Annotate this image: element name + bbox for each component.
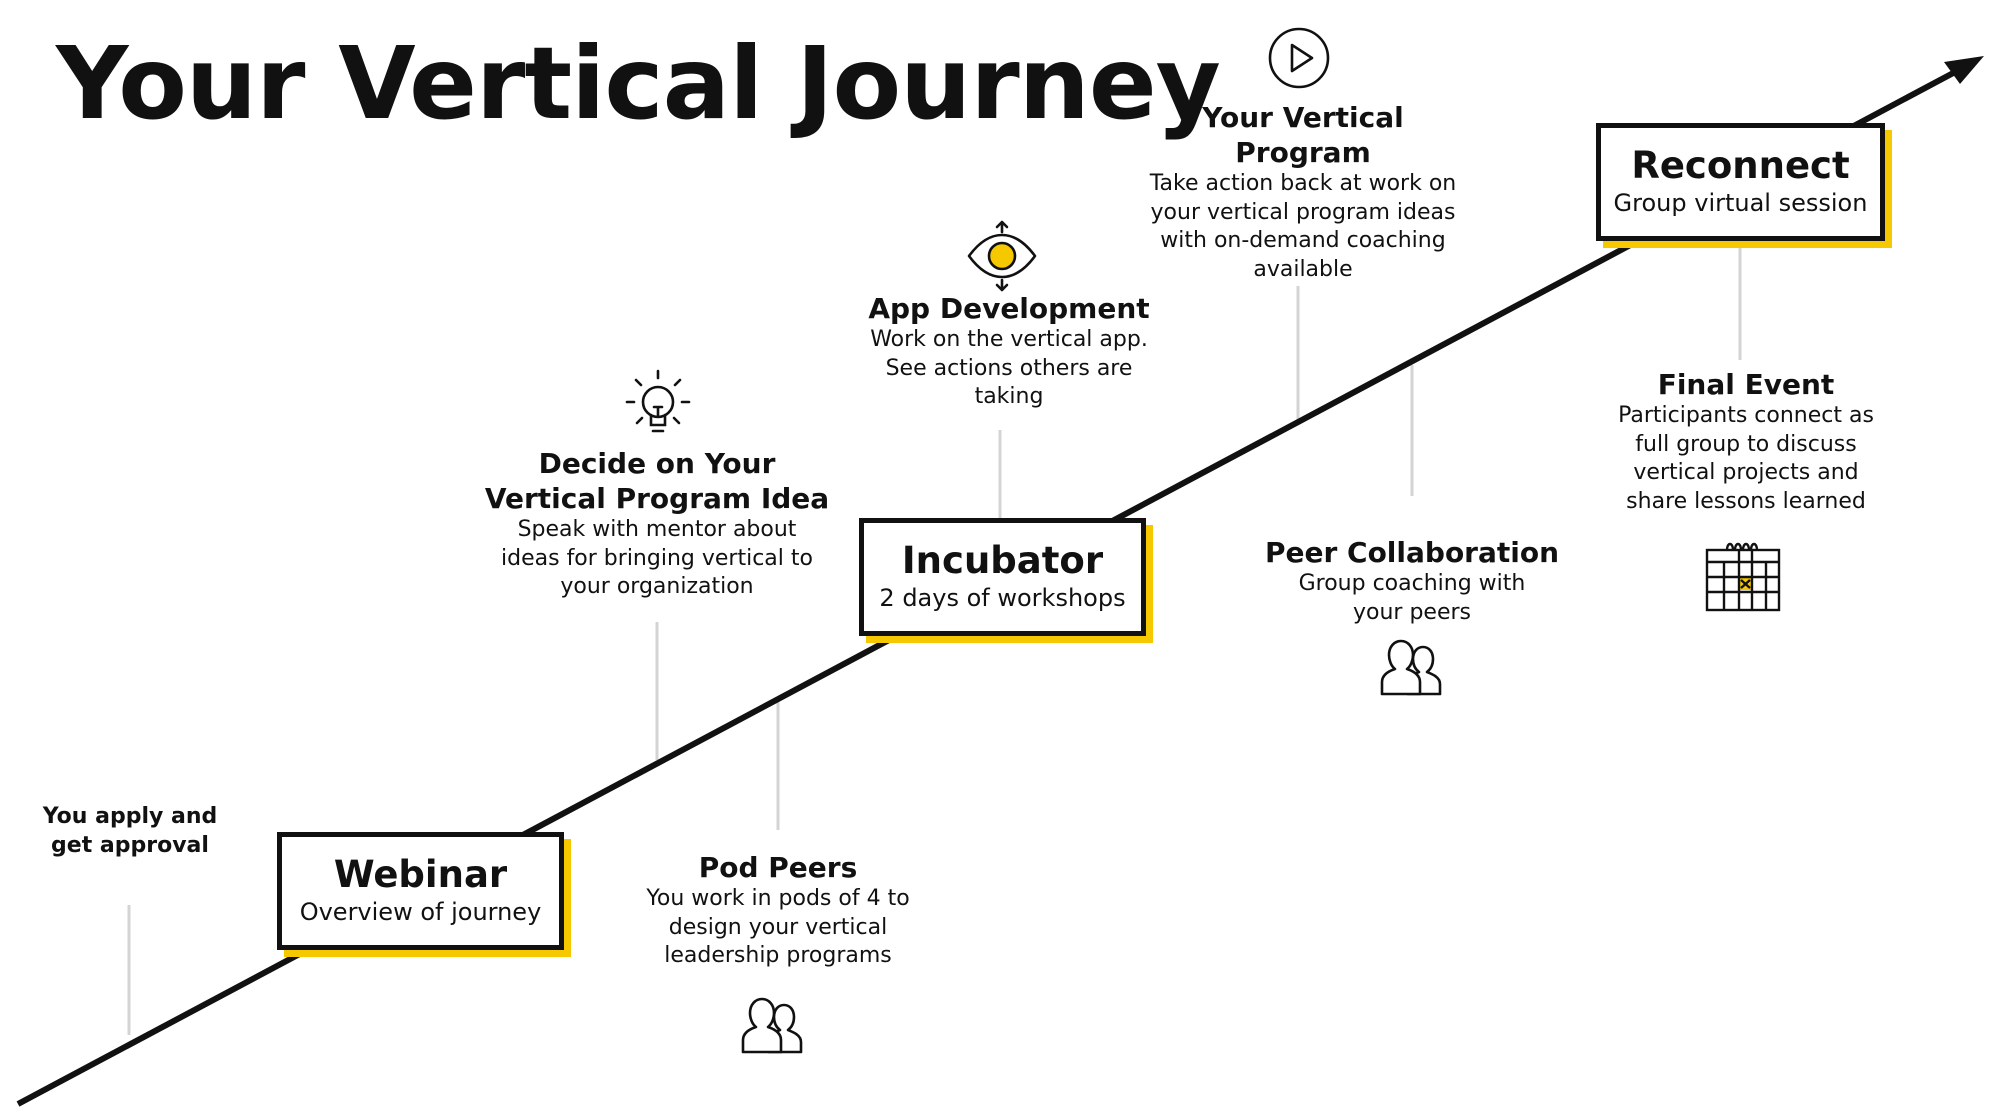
step-pod-peers: Pod Peers You work in pods of 4 to desig… bbox=[646, 851, 910, 969]
people-icon bbox=[1380, 639, 1442, 696]
calendar-icon bbox=[1705, 542, 1781, 612]
webinar-box: Webinar Overview of journey bbox=[277, 832, 564, 950]
people-icon bbox=[741, 997, 803, 1054]
arrow-head bbox=[1944, 56, 1984, 84]
step-decide-idea: Decide on Your Vertical Program Idea Spe… bbox=[484, 447, 830, 600]
webinar-subtitle: Overview of journey bbox=[299, 897, 542, 926]
webinar-title: Webinar bbox=[333, 853, 508, 897]
reconnect-box: Reconnect Group virtual session bbox=[1596, 123, 1885, 241]
page-title: Your Vertical Journey bbox=[56, 25, 1221, 142]
step-final-event: Final Event Participants connect as full… bbox=[1618, 368, 1874, 514]
lightbulb-icon bbox=[625, 369, 691, 433]
step-your-vertical-program: Your Vertical Program Take action back a… bbox=[1149, 101, 1457, 282]
eye-icon bbox=[967, 220, 1037, 292]
incubator-box: Incubator 2 days of workshops bbox=[859, 518, 1146, 636]
reconnect-subtitle: Group virtual session bbox=[1613, 188, 1868, 217]
incubator-subtitle: 2 days of workshops bbox=[879, 583, 1126, 612]
step-peer-collaboration: Peer Collaboration Group coaching with y… bbox=[1264, 536, 1560, 625]
apply-label: You apply and get approval bbox=[42, 804, 218, 858]
incubator-title: Incubator bbox=[901, 539, 1104, 583]
reconnect-title: Reconnect bbox=[1631, 144, 1850, 188]
play-icon bbox=[1268, 27, 1330, 89]
step-app-development: App Development Work on the vertical app… bbox=[868, 292, 1150, 410]
